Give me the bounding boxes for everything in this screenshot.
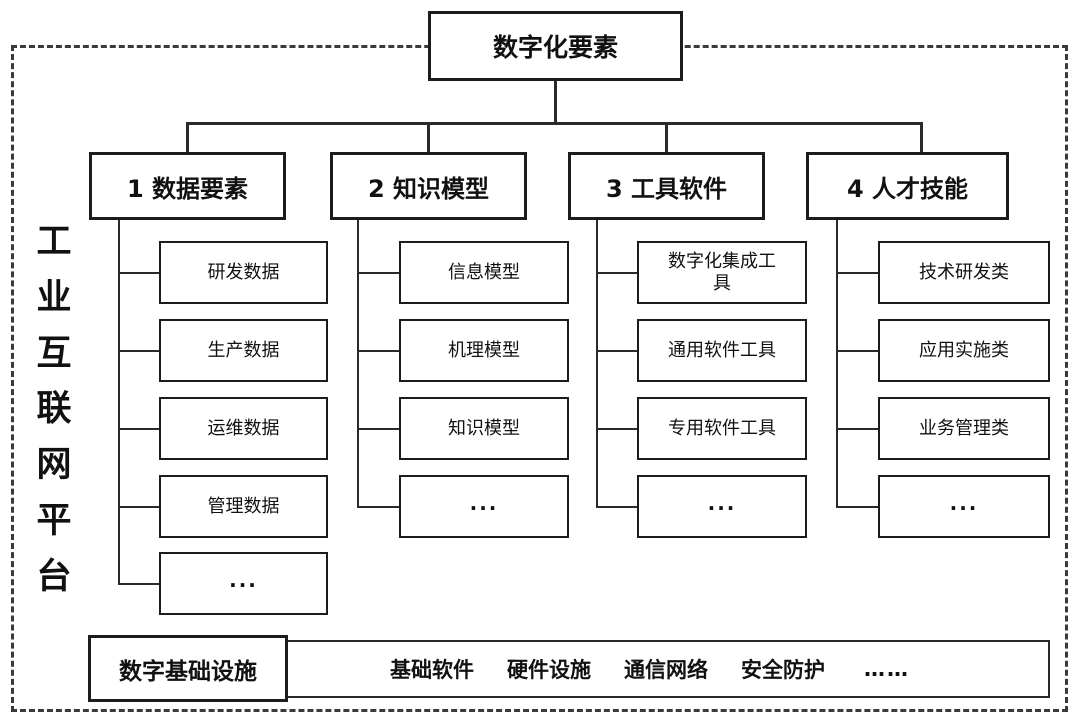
connector-drop-category-3: [665, 122, 668, 153]
connector-drop-category-1: [186, 122, 189, 153]
platform-label-char-5: 平: [36, 501, 72, 542]
connector-stub-2-4: [357, 506, 400, 508]
connector-stub-4-2: [836, 350, 879, 352]
connector-drop-category-4: [920, 122, 923, 153]
platform-label-char-6: 台: [36, 556, 72, 597]
infrastructure-label-box[interactable]: 数字基础设施: [88, 635, 288, 702]
connector-stub-1-2: [118, 350, 160, 352]
platform-label-char-3: 联: [36, 389, 72, 430]
connector-trunk-2: [357, 220, 359, 508]
connector-stub-2-1: [357, 272, 400, 274]
connector-stub-1-3: [118, 428, 160, 430]
leaf-box-1-1[interactable]: 研发数据: [159, 241, 328, 304]
platform-vertical-label: 工 业 互 联 网 平 台: [26, 225, 82, 595]
leaf-box-1-4[interactable]: 管理数据: [159, 475, 328, 538]
connector-trunk-3: [596, 220, 598, 508]
connector-root-drop: [554, 81, 557, 123]
connector-stub-2-2: [357, 350, 400, 352]
connector-stub-2-3: [357, 428, 400, 430]
infrastructure-item-list: 基础软件 硬件设施 通信网络 安全防护 ……: [390, 654, 910, 684]
root-node-digital-elements[interactable]: 数字化要素: [428, 11, 683, 81]
connector-stub-1-5: [118, 583, 160, 585]
leaf-box-3-1[interactable]: 数字化集成工具: [637, 241, 807, 304]
leaf-box-1-2[interactable]: 生产数据: [159, 319, 328, 382]
infrastructure-ellipsis: ……: [864, 657, 910, 681]
leaf-box-4-2[interactable]: 应用实施类: [878, 319, 1050, 382]
connector-stub-3-3: [596, 428, 638, 430]
connector-drop-category-2: [427, 122, 430, 153]
connector-stub-3-1: [596, 272, 638, 274]
category-box-1[interactable]: 1 数据要素: [89, 152, 286, 220]
connector-trunk-4: [836, 220, 838, 508]
category-box-4[interactable]: 4 人才技能: [806, 152, 1009, 220]
infrastructure-item-1[interactable]: 硬件设施: [507, 658, 591, 682]
infrastructure-item-3[interactable]: 安全防护: [741, 658, 825, 682]
platform-label-char-4: 网: [36, 445, 72, 486]
infrastructure-item-0[interactable]: 基础软件: [390, 658, 474, 682]
platform-label-char-2: 互: [36, 333, 72, 374]
leaf-box-1-5[interactable]: ...: [159, 552, 328, 615]
connector-stub-4-3: [836, 428, 879, 430]
connector-stub-3-4: [596, 506, 638, 508]
platform-label-char-1: 业: [36, 277, 72, 318]
connector-trunk-1: [118, 220, 120, 585]
connector-stub-4-1: [836, 272, 879, 274]
leaf-box-4-1[interactable]: 技术研发类: [878, 241, 1050, 304]
category-box-2[interactable]: 2 知识模型: [330, 152, 527, 220]
leaf-box-2-3[interactable]: 知识模型: [399, 397, 569, 460]
leaf-box-1-3[interactable]: 运维数据: [159, 397, 328, 460]
leaf-box-2-2[interactable]: 机理模型: [399, 319, 569, 382]
leaf-box-2-4[interactable]: ...: [399, 475, 569, 538]
connector-stub-3-2: [596, 350, 638, 352]
connector-stub-4-4: [836, 506, 879, 508]
leaf-box-2-1[interactable]: 信息模型: [399, 241, 569, 304]
leaf-box-4-4[interactable]: ...: [878, 475, 1050, 538]
connector-bus-horizontal: [186, 122, 922, 125]
connector-stub-1-1: [118, 272, 160, 274]
platform-label-char-0: 工: [36, 222, 72, 262]
leaf-box-3-2[interactable]: 通用软件工具: [637, 319, 807, 382]
connector-stub-1-4: [118, 506, 160, 508]
leaf-box-3-4[interactable]: ...: [637, 475, 807, 538]
leaf-box-4-3[interactable]: 业务管理类: [878, 397, 1050, 460]
infrastructure-item-2[interactable]: 通信网络: [624, 658, 708, 682]
leaf-box-3-3[interactable]: 专用软件工具: [637, 397, 807, 460]
category-box-3[interactable]: 3 工具软件: [568, 152, 765, 220]
